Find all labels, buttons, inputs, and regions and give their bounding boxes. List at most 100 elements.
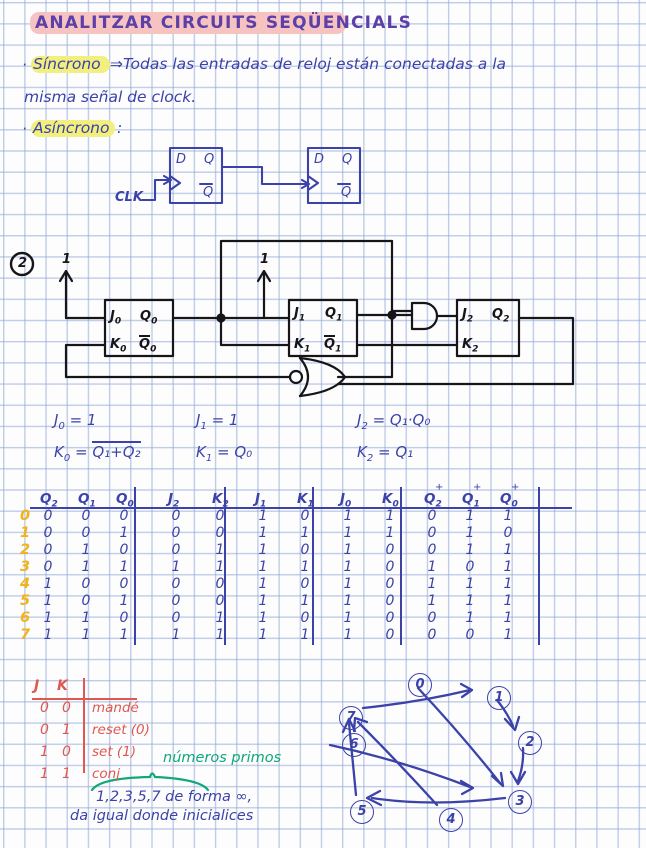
- table-cell: 1: [465, 508, 475, 524]
- table-cell: 0: [43, 508, 53, 524]
- jk-cell-k: 0: [62, 744, 71, 760]
- jk-cell-j: 1: [40, 744, 49, 760]
- ff0-j-sub: 0: [114, 316, 122, 327]
- table-cell: 1: [343, 593, 353, 609]
- asincrono-label: Asíncrono: [33, 119, 110, 137]
- ff0-k-label: K0: [110, 337, 127, 355]
- table-header-q1: Q1: [78, 491, 96, 510]
- table-row-index: 7: [20, 627, 31, 643]
- jk-cell-k: 0: [62, 700, 71, 716]
- state-node-3: 3: [508, 790, 532, 814]
- table-cell: 1: [81, 627, 91, 643]
- table-cell: 0: [300, 576, 310, 592]
- table-cell: 1: [343, 576, 353, 592]
- table-cell: 1: [81, 559, 91, 575]
- table-divider-4: [400, 487, 402, 645]
- table-cell: 0: [427, 610, 437, 626]
- eq-k0-sub: 0: [63, 453, 71, 464]
- table-cell: 0: [427, 627, 437, 643]
- dff1-qbar-label: Q: [203, 185, 214, 200]
- table-cell: 1: [503, 593, 513, 609]
- table-cell: 1: [81, 610, 91, 626]
- eq-j1-rhs: 1: [228, 411, 239, 429]
- table-cell: 0: [215, 525, 225, 541]
- ff1-k-label: K1: [294, 337, 311, 355]
- table-cell: 1: [503, 610, 513, 626]
- table-cell: 1: [258, 627, 268, 643]
- table-cell: 0: [427, 508, 437, 524]
- table-cell: 1: [465, 576, 475, 592]
- table-cell: 1: [427, 559, 437, 575]
- table-cell: 1: [215, 627, 225, 643]
- eq-j0-sub: 0: [58, 421, 65, 432]
- ff1-qbar-sub: 1: [335, 344, 342, 355]
- table-header-q2-next: Q2: [424, 491, 442, 510]
- table-cell: 1: [343, 525, 353, 541]
- clk-label: CLK: [115, 190, 143, 205]
- table-cell: 1: [171, 559, 181, 575]
- table-cell: 0: [43, 525, 53, 541]
- next-state-plus-mark: +: [511, 482, 520, 493]
- table-cell: 1: [258, 508, 268, 524]
- table-cell: 0: [385, 542, 395, 558]
- table-cell: 0: [215, 593, 225, 609]
- table-cell: 0: [171, 525, 181, 541]
- table-cell: 1: [258, 559, 268, 575]
- table-cell: 0: [171, 542, 181, 558]
- table-cell: 1: [503, 508, 513, 524]
- table-header-k1: K1: [297, 491, 314, 510]
- table-cell: 1: [343, 508, 353, 524]
- bullet-1-dot: ·: [22, 56, 27, 74]
- table-row-index: 6: [20, 610, 31, 626]
- table-cell: 1: [215, 559, 225, 575]
- jk-cell-action: reset (0): [92, 722, 150, 738]
- table-cell: 1: [119, 525, 129, 541]
- state-node-0: 0: [408, 673, 432, 697]
- eq-j2-rhs: Q₁·Q₀: [389, 411, 431, 429]
- table-cell: 1: [258, 610, 268, 626]
- table-cell: 1: [300, 593, 310, 609]
- table-cell: 1: [258, 542, 268, 558]
- jk-cell-j: 0: [40, 722, 49, 738]
- asincrono-colon: :: [117, 119, 123, 137]
- title-highlight: [30, 12, 346, 34]
- table-cell: 1: [43, 610, 53, 626]
- table-cell: 1: [385, 508, 395, 524]
- dff2-d-label: D: [314, 152, 325, 167]
- table-cell: 1: [43, 593, 53, 609]
- table-row-index: 5: [20, 593, 31, 609]
- eq-k1-rhs: Q₀: [234, 443, 253, 461]
- table-cell: 0: [119, 610, 129, 626]
- table-row-index: 3: [20, 559, 31, 575]
- table-cell: 1: [43, 576, 53, 592]
- ff2-j-label: J2: [462, 307, 474, 325]
- sincrono-label: Síncrono: [33, 55, 101, 73]
- ff0-k-sub: 0: [120, 344, 127, 355]
- table-cell: 0: [43, 542, 53, 558]
- dff1-d-label: D: [176, 152, 187, 167]
- table-cell: 0: [427, 525, 437, 541]
- state-node-2: 2: [518, 731, 542, 755]
- table-cell: 1: [300, 559, 310, 575]
- table-cell: 0: [43, 559, 53, 575]
- state-node-1: 1: [487, 686, 511, 710]
- eq-j2-sub: 2: [361, 421, 368, 432]
- table-cell: 0: [119, 542, 129, 558]
- table-cell: 0: [119, 576, 129, 592]
- table-cell: 0: [300, 508, 310, 524]
- table-cell: 1: [465, 542, 475, 558]
- sincrono-text: ⇒Todas las entradas de reloj están conec…: [110, 55, 507, 73]
- const-1-ff1: 1: [260, 252, 270, 267]
- table-cell: 1: [343, 542, 353, 558]
- ff0-qbar-label: Q0: [139, 335, 157, 355]
- next-state-plus-mark: +: [435, 482, 444, 493]
- equation-j0: J0 = 1: [54, 411, 97, 432]
- state-node-6: 6: [342, 733, 366, 757]
- jk-cell-k: 1: [62, 766, 71, 782]
- eq-k0-rhs: Q₁+Q₂: [92, 441, 141, 461]
- ff0-j-label: J0: [110, 309, 122, 327]
- table-cell: 1: [427, 576, 437, 592]
- table-cell: 1: [465, 593, 475, 609]
- table-cell: 0: [300, 610, 310, 626]
- state-node-5: 5: [350, 800, 374, 824]
